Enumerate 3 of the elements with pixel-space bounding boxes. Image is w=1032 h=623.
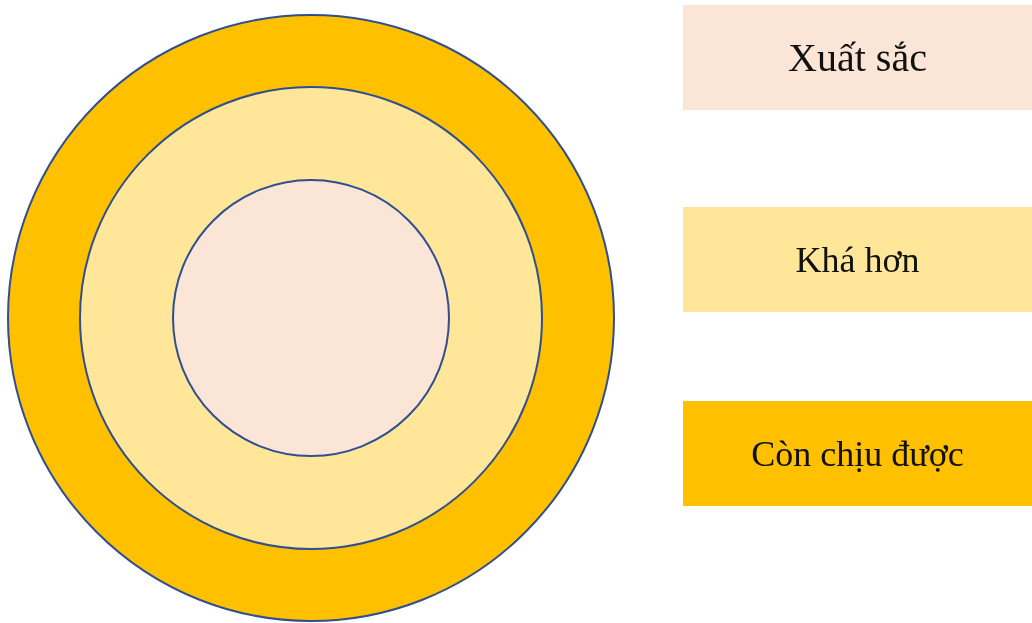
legend-label: Khá hơn — [795, 238, 920, 281]
legend-label: Còn chịu được — [751, 432, 964, 475]
legend-label: Xuất sắc — [788, 34, 927, 81]
